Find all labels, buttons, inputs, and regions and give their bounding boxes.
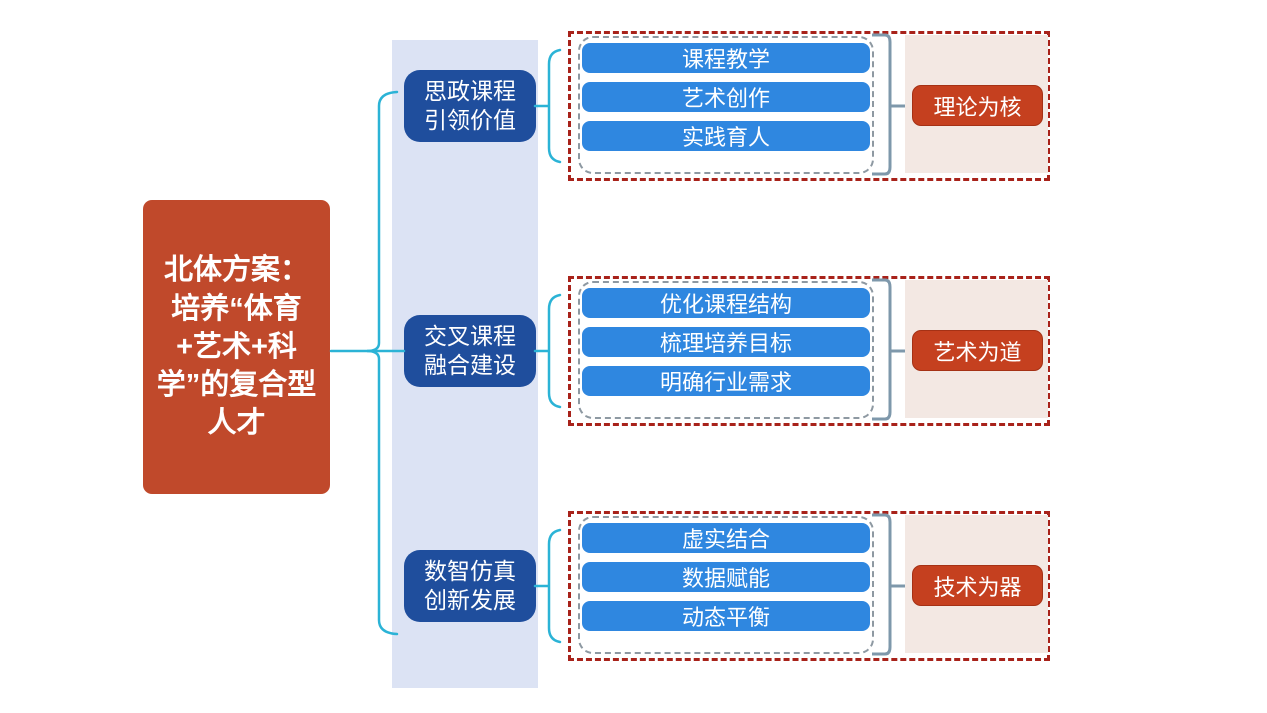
detail-item: 数据赋能 xyxy=(582,562,870,592)
detail-group-1: 课程教学 艺术创作 实践育人 理论为核 xyxy=(568,31,1050,181)
detail-item: 虚实结合 xyxy=(582,523,870,553)
detail-group-2: 优化课程结构 梳理培养目标 明确行业需求 艺术为道 xyxy=(568,276,1050,426)
detail-group-3: 虚实结合 数据赋能 动态平衡 技术为器 xyxy=(568,511,1050,661)
branch-node-1-label: 思政课程引领价值 xyxy=(424,77,516,133)
detail-item: 实践育人 xyxy=(582,121,870,151)
detail-item: 优化课程结构 xyxy=(582,288,870,318)
branch-fork-connector-2 xyxy=(533,293,562,409)
branch-node-2-label: 交叉课程融合建设 xyxy=(424,322,516,378)
branch-fork-connector-3 xyxy=(533,528,562,644)
tag-label-1: 理论为核 xyxy=(912,85,1043,126)
detail-item: 梳理培养目标 xyxy=(582,327,870,357)
detail-group-2-items: 优化课程结构 梳理培养目标 明确行业需求 xyxy=(582,288,870,396)
detail-item: 课程教学 xyxy=(582,43,870,73)
tag-label-3: 技术为器 xyxy=(912,565,1043,606)
branch-node-1: 思政课程引领价值 xyxy=(404,70,536,142)
detail-group-3-items: 虚实结合 数据赋能 动态平衡 xyxy=(582,523,870,631)
detail-group-1-items: 课程教学 艺术创作 实践育人 xyxy=(582,43,870,151)
root-node: 北体方案：培养“体育+艺术+科学”的复合型人才 xyxy=(143,200,330,494)
root-node-label: 北体方案：培养“体育+艺术+科学”的复合型人才 xyxy=(156,254,317,440)
tag-label-2: 艺术为道 xyxy=(912,330,1043,371)
detail-item: 动态平衡 xyxy=(582,601,870,631)
detail-item: 艺术创作 xyxy=(582,82,870,112)
branch-node-3: 数智仿真创新发展 xyxy=(404,550,536,622)
branch-node-2: 交叉课程融合建设 xyxy=(404,315,536,387)
branch-node-3-label: 数智仿真创新发展 xyxy=(424,557,516,613)
detail-item: 明确行业需求 xyxy=(582,366,870,396)
branch-fork-connector-1 xyxy=(533,48,562,164)
